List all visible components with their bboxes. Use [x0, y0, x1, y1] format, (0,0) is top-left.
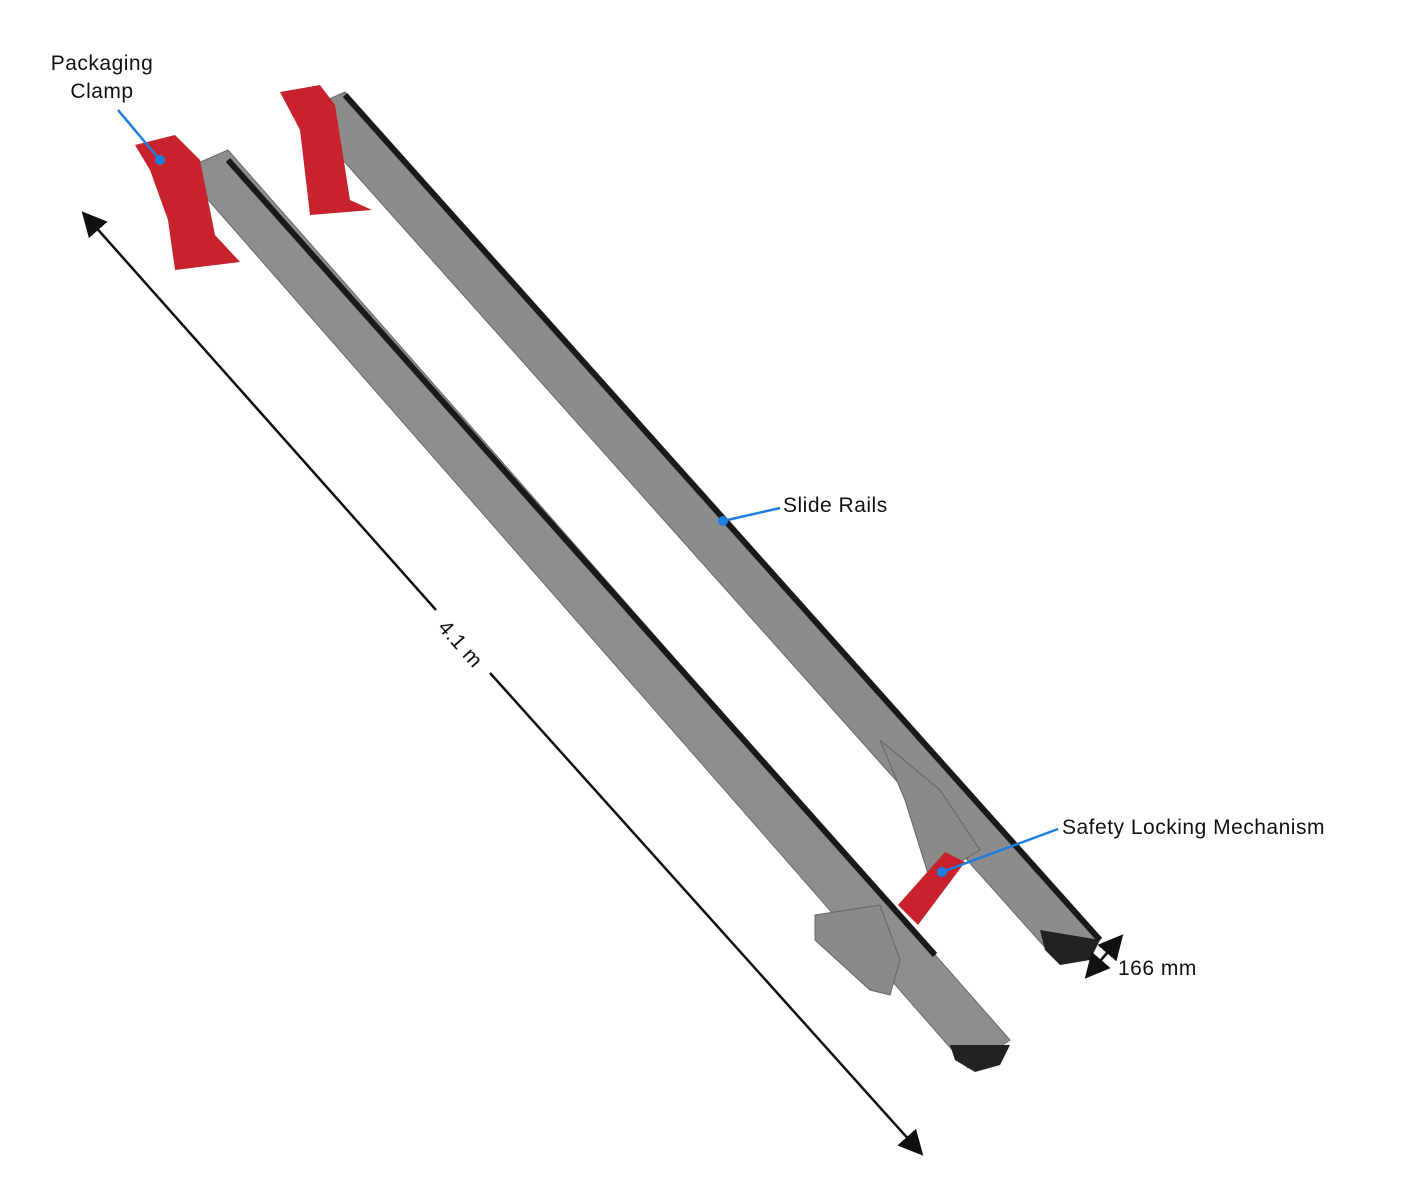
rear-packaging-clamp	[280, 85, 372, 215]
length-dimension: 4.1 m	[81, 211, 924, 1156]
width-dimension: 166 mm	[1084, 934, 1197, 980]
safety-lock-label: Safety Locking Mechanism	[1062, 816, 1325, 839]
length-label: 4.1 m	[433, 616, 487, 672]
clamp-label-line2: Clamp	[70, 80, 133, 103]
clamp-label-line1: Packaging	[51, 52, 154, 75]
front-slide-rail	[135, 135, 1011, 1072]
rear-slide-rail	[280, 85, 1103, 965]
slide-rails-label: Slide Rails	[783, 494, 888, 517]
callout-packaging-clamp: Packaging Clamp	[51, 52, 165, 165]
callout-slide-rails: Slide Rails	[718, 494, 888, 526]
callout-safety-lock: Safety Locking Mechanism	[937, 816, 1325, 877]
width-label: 166 mm	[1118, 957, 1197, 980]
front-packaging-clamp	[135, 135, 240, 270]
